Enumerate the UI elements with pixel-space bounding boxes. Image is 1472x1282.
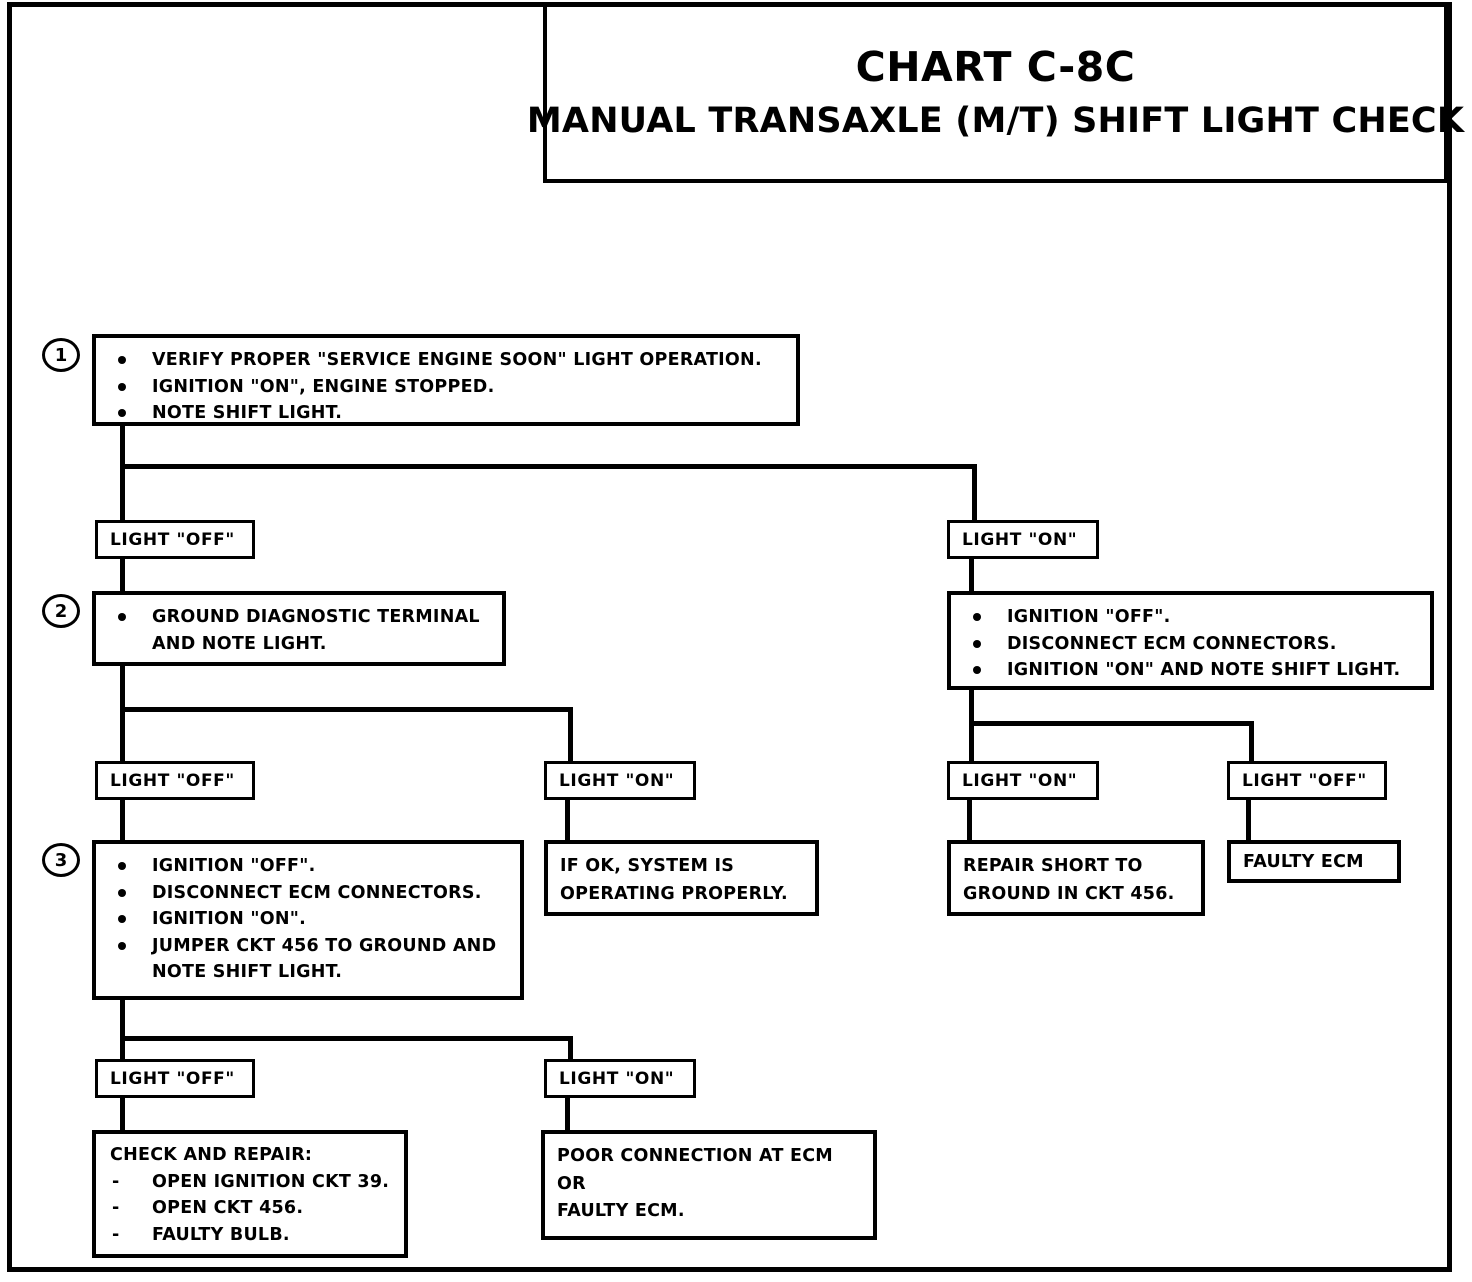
step-number-1: 1	[42, 338, 80, 372]
text-line: OR	[557, 1173, 586, 1194]
connector-step1-down	[120, 425, 125, 469]
connector-to-light-off-r2	[1249, 721, 1254, 767]
text-line: FAULTY ECM	[1243, 852, 1364, 872]
connector-lightoff2-to-step3	[120, 798, 125, 840]
list-item: IGNITION "ON", ENGINE STOPPED.	[112, 374, 786, 401]
step-1-box: VERIFY PROPER "SERVICE ENGINE SOON" LIGH…	[92, 334, 800, 426]
step-2-list: GROUND DIAGNOSTIC TERMINAL AND NOTE LIGH…	[96, 595, 502, 663]
list-item: IGNITION "OFF".	[112, 853, 510, 880]
list-item: OPEN CKT 456.	[104, 1195, 394, 1222]
list-item: DISCONNECT ECM CONNECTORS.	[967, 631, 1420, 658]
text-line: FAULTY ECM.	[557, 1201, 685, 1222]
connector-lighton1-to-step2right	[969, 556, 974, 596]
text-line: OPERATING PROPERLY.	[560, 883, 788, 904]
connector-bus-level2-right	[969, 721, 1254, 726]
list-item: JUMPER CKT 456 TO GROUND AND	[112, 933, 510, 960]
list-item: IGNITION "OFF".	[967, 604, 1420, 631]
condition-light-off-2: LIGHT "OFF"	[95, 761, 255, 800]
step-number-3: 3	[42, 843, 80, 877]
connector-bus-level2	[120, 707, 573, 712]
text-line: IF OK, SYSTEM IS	[560, 856, 735, 876]
list-item: DISCONNECT ECM CONNECTORS.	[112, 880, 510, 907]
outcome-repair-short-text: REPAIR SHORT TO GROUND IN CKT 456.	[951, 844, 1201, 917]
connector-to-light-off-2	[120, 707, 125, 767]
connector-to-light-off-3	[120, 1036, 125, 1062]
list-item: IGNITION "ON".	[112, 906, 510, 933]
outcome-system-ok-box: IF OK, SYSTEM IS OPERATING PROPERLY.	[544, 840, 819, 916]
outcome-poor-connection-text: POOR CONNECTION AT ECM OR FAULTY ECM.	[545, 1134, 873, 1235]
list-item-cont: AND NOTE LIGHT.	[152, 633, 327, 654]
connector-step2-down	[120, 663, 125, 711]
step-2-right-box: IGNITION "OFF". DISCONNECT ECM CONNECTOR…	[947, 591, 1434, 690]
connector-to-light-on-1	[972, 464, 977, 522]
step-2-right-list: IGNITION "OFF". DISCONNECT ECM CONNECTOR…	[951, 595, 1430, 690]
condition-light-on-1: LIGHT "ON"	[947, 520, 1099, 559]
text-line: POOR CONNECTION AT ECM	[557, 1146, 833, 1166]
connector-to-light-on-2	[568, 707, 573, 767]
chart-name: MANUAL TRANSAXLE (M/T) SHIFT LIGHT CHECK	[526, 101, 1465, 142]
condition-light-off-1: LIGHT "OFF"	[95, 520, 255, 559]
connector-lighton3-to-poorconn	[565, 1096, 570, 1132]
condition-light-on-3: LIGHT "ON"	[544, 1059, 696, 1098]
connector-to-light-on-3	[568, 1036, 573, 1062]
connector-bus-level1	[120, 464, 977, 469]
condition-light-off-right-2: LIGHT "OFF"	[1227, 761, 1387, 800]
list-item: GROUND DIAGNOSTIC TERMINAL	[112, 604, 492, 631]
connector-to-light-on-r2	[969, 721, 974, 767]
outcome-system-ok-text: IF OK, SYSTEM IS OPERATING PROPERLY.	[548, 844, 815, 917]
outcome-check-and-repair-box: CHECK AND REPAIR: OPEN IGNITION CKT 39. …	[92, 1130, 408, 1258]
outcome-repair-short-box: REPAIR SHORT TO GROUND IN CKT 456.	[947, 840, 1205, 916]
list-item: FAULTY BULB.	[104, 1222, 394, 1249]
condition-light-off-3: LIGHT "OFF"	[95, 1059, 255, 1098]
step-1-list: VERIFY PROPER "SERVICE ENGINE SOON" LIGH…	[96, 338, 796, 433]
step-number-2: 2	[42, 594, 80, 628]
connector-lightonr2-to-repair	[967, 798, 972, 840]
check-and-repair-list: CHECK AND REPAIR: OPEN IGNITION CKT 39. …	[96, 1134, 404, 1254]
list-item: OPEN IGNITION CKT 39.	[104, 1169, 394, 1196]
connector-lightoff3-to-checkrepair	[120, 1096, 125, 1132]
check-and-repair-heading: CHECK AND REPAIR:	[110, 1145, 313, 1165]
connector-step2right-down	[969, 688, 974, 726]
connector-step3-down	[120, 997, 125, 1042]
connector-to-light-off-1	[120, 464, 125, 522]
connector-lightoff1-to-step2	[120, 556, 125, 596]
outcome-faulty-ecm-text: FAULTY ECM	[1231, 844, 1397, 886]
list-item: VERIFY PROPER "SERVICE ENGINE SOON" LIGH…	[112, 347, 786, 374]
connector-bus-level3	[120, 1036, 573, 1041]
text-line: REPAIR SHORT TO	[963, 856, 1143, 876]
condition-light-on-2: LIGHT "ON"	[544, 761, 696, 800]
chart-title-box: CHART C-8C MANUAL TRANSAXLE (M/T) SHIFT …	[527, 3, 1464, 183]
connector-lightoffr2-to-faultyecm	[1246, 798, 1251, 840]
list-item: IGNITION "ON" AND NOTE SHIFT LIGHT.	[967, 657, 1420, 684]
step-2-box: GROUND DIAGNOSTIC TERMINAL AND NOTE LIGH…	[92, 591, 506, 666]
condition-light-on-right-2: LIGHT "ON"	[947, 761, 1099, 800]
step-3-box: IGNITION "OFF". DISCONNECT ECM CONNECTOR…	[92, 840, 524, 1000]
list-item-cont: NOTE SHIFT LIGHT.	[152, 962, 343, 983]
list-item: NOTE SHIFT LIGHT.	[112, 400, 786, 427]
text-line: GROUND IN CKT 456.	[963, 883, 1175, 904]
outcome-faulty-ecm-box: FAULTY ECM	[1227, 840, 1401, 883]
connector-lighton2-to-systemok	[565, 798, 570, 840]
chart-id: CHART C-8C	[855, 43, 1136, 92]
outcome-poor-connection-box: POOR CONNECTION AT ECM OR FAULTY ECM.	[541, 1130, 877, 1240]
step-3-list: IGNITION "OFF". DISCONNECT ECM CONNECTOR…	[96, 844, 520, 992]
